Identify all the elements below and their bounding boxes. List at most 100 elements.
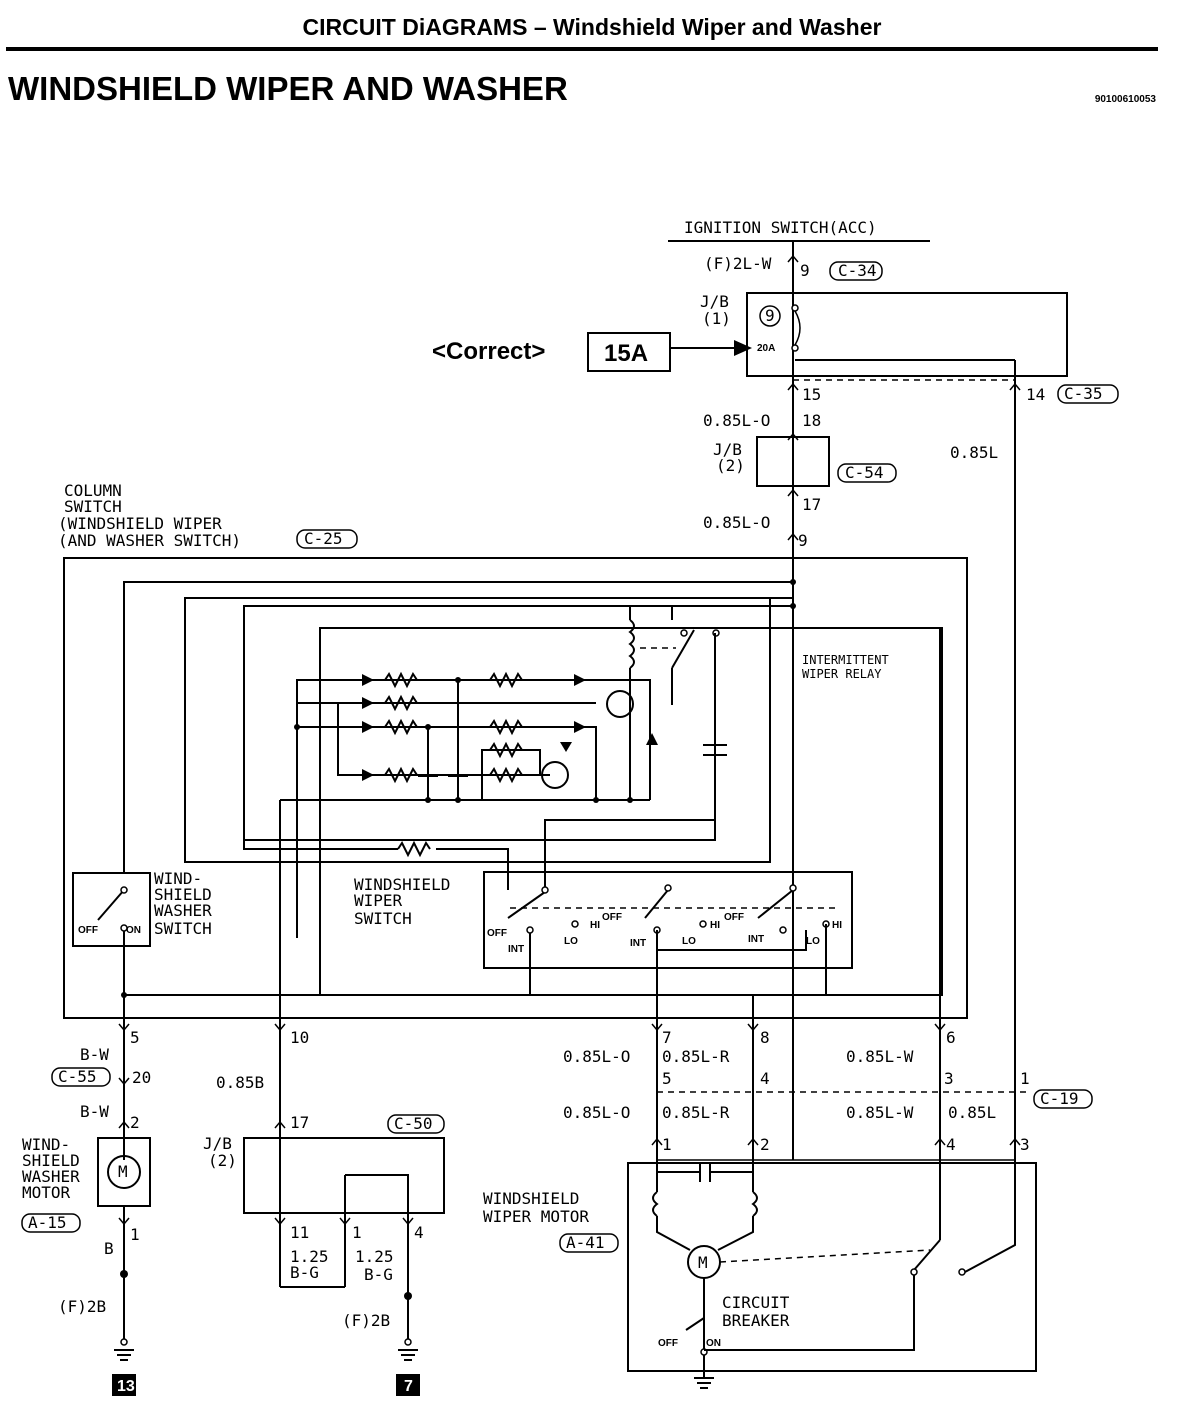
wire-label: 1.25 [290, 1247, 329, 1266]
header-title: CIRCUIT DiAGRAMS – Windshield Wiper and … [302, 14, 882, 40]
wiper-switch-box [483, 871, 853, 969]
column-switch: COLUMN SWITCH (WINDSHIELD WIPER (AND WAS… [58, 481, 968, 1160]
washer-switch-blade [97, 889, 125, 921]
junction-dot [790, 579, 796, 585]
field-coil [751, 1191, 758, 1217]
pin-label: 9 [800, 261, 810, 280]
fuse-correct-box [587, 332, 671, 372]
pin-label: 6 [946, 1028, 956, 1047]
fuse-terminal [791, 304, 799, 312]
connector-labels: 5 10 7 8 6 B-W C-55 20 B-W 2 0.85B 17 C-… [51, 1028, 1093, 1170]
wire-label: 0.85L-W [846, 1103, 914, 1122]
wire-label: 0.85L-R [662, 1103, 730, 1122]
pin-label: 15 [802, 385, 821, 404]
pin-label: 3 [944, 1069, 954, 1088]
page-heading: WINDSHIELD WIPER AND WASHER [8, 70, 568, 107]
pin-label: 9 [798, 531, 808, 550]
network-wire [481, 749, 541, 800]
fuse-number-badge [759, 305, 781, 327]
wiper-switch-label: WINDSHIELD [354, 875, 450, 894]
pin-label: 17 [290, 1113, 309, 1132]
motor-glyph: M [698, 1253, 708, 1272]
ground-point-badge [112, 1374, 136, 1396]
header-rule [6, 47, 1158, 51]
column-switch-label: SWITCH [64, 497, 122, 516]
junction-dot [425, 797, 431, 803]
diode [362, 697, 374, 709]
fuse-number: 9 [765, 306, 775, 325]
ground-terminal [120, 1338, 128, 1346]
connector-label: C-19 [1040, 1089, 1079, 1108]
park-switch-blade [913, 1239, 941, 1271]
washer-switch-label: WASHER [154, 901, 212, 920]
switch-position-off: OFF [78, 925, 98, 936]
park-contact [910, 1268, 918, 1276]
wiper-switch-blade [507, 891, 546, 919]
pin-label: 4 [946, 1135, 956, 1154]
washer-motor-symbol [107, 1155, 141, 1189]
wire-label: B-W [80, 1045, 109, 1064]
feed-loop [184, 597, 793, 863]
switch-contact [571, 920, 579, 928]
network-wire [297, 726, 597, 800]
pin-label: 18 [802, 411, 821, 430]
switch-contact [789, 884, 797, 892]
park-feed-wire [964, 1160, 1016, 1273]
washer-motor-label: WASHER [22, 1167, 80, 1186]
jb-wire [345, 1174, 409, 1340]
fuse-symbol [794, 310, 801, 346]
connector-badge [51, 1067, 111, 1087]
contact-point [680, 629, 688, 637]
connector-badge [1033, 1089, 1093, 1109]
correct-label: <Correct> [432, 338, 545, 365]
pin-label: 3 [1020, 1135, 1030, 1154]
breaker-position-on: ON [706, 1338, 721, 1349]
resistor [489, 766, 523, 784]
resistor [489, 718, 523, 736]
wire-label: 0.85L-W [846, 1047, 914, 1066]
network-wire [243, 840, 398, 850]
diode [362, 769, 374, 781]
washer-motor-label: MOTOR [22, 1183, 71, 1202]
wiper-motor-label: WINDSHIELD [483, 1189, 579, 1208]
pin-label: 2 [760, 1135, 770, 1154]
resistor [384, 694, 418, 712]
switch-position-off: OFF [724, 912, 744, 923]
junction-block-2 [756, 436, 830, 487]
wire-label: B-G [290, 1263, 319, 1282]
switch-position-int: INT [748, 934, 764, 945]
diode [560, 742, 572, 752]
pin-label: 1 [130, 1225, 140, 1244]
diode [574, 721, 586, 733]
junction-block-1 [746, 292, 1068, 377]
fuse-terminal [791, 344, 799, 352]
switch-position-hi: HI [590, 920, 600, 931]
connector-badge [559, 1233, 619, 1253]
jb-label: J/B [713, 440, 742, 459]
wire-label: 0.85L-R [662, 1047, 730, 1066]
jb-label: (1) [702, 309, 731, 328]
junction-block-bottom: 11 1 4 1.25 B-G 1.25 B-G (F)2B 7 [243, 1137, 445, 1396]
junction-dot [790, 603, 796, 609]
column-switch-label: COLUMN [64, 481, 122, 500]
zener-diode [646, 733, 658, 745]
pin-label: 1 [1020, 1069, 1030, 1088]
pin-label: 17 [802, 495, 821, 514]
wire-label: B [104, 1239, 114, 1258]
ground-point-id: 13 [117, 1378, 135, 1395]
washer-motor-label: SHIELD [22, 1151, 80, 1170]
wire-label: B-G [364, 1265, 393, 1284]
ground-point-badge [396, 1374, 420, 1396]
pin-label: 20 [132, 1068, 151, 1087]
resistor [489, 671, 523, 689]
switch-position-on: ON [126, 925, 141, 936]
resistor [384, 766, 418, 784]
breaker-position-off: OFF [658, 1338, 678, 1349]
connector-badge [21, 1213, 81, 1233]
junction-dot [404, 1292, 412, 1300]
feed-to-washer-switch [123, 581, 793, 873]
fuse-correct-value: 15A [604, 340, 648, 367]
jb-label: J/B [203, 1134, 232, 1153]
washer-switch-box [72, 872, 151, 947]
